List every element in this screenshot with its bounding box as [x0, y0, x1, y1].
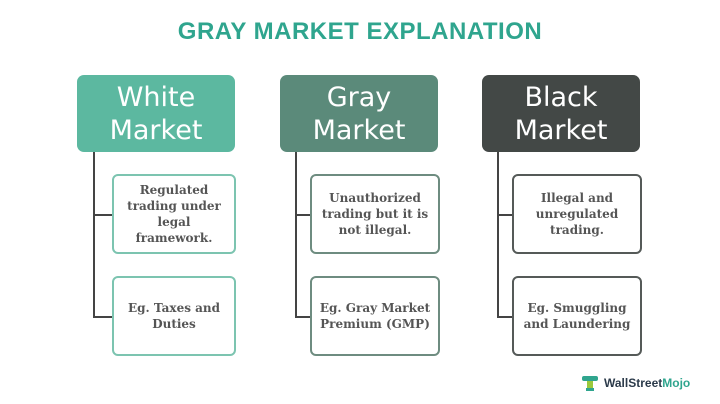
page-title: GRAY MARKET EXPLANATION — [177, 18, 543, 45]
logo-text: WallStreet — [604, 376, 663, 390]
connector-line — [295, 152, 297, 318]
connector-line — [295, 316, 315, 318]
wallstreetmojo-logo: WallStreetMojo — [580, 373, 690, 393]
connector-line — [93, 316, 113, 318]
white-market-description: Regulated trading under legal framework. — [112, 174, 236, 254]
connector-line — [497, 152, 499, 318]
black-market-header: Black Market — [482, 75, 640, 152]
connector-line — [93, 152, 95, 318]
connector-line — [295, 214, 315, 216]
black-market-example: Eg. Smuggling and Laundering — [512, 276, 642, 356]
gray-market-example: Eg. Gray Market Premium (GMP) — [310, 276, 440, 356]
logo-icon — [582, 376, 598, 391]
connector-line — [497, 316, 515, 318]
gray-market-header: Gray Market — [280, 75, 438, 152]
logo-text-accent: Mojo — [662, 376, 691, 390]
connector-line — [497, 214, 515, 216]
black-market-description: Illegal and unregulated trading. — [512, 174, 642, 254]
white-market-example: Eg. Taxes and Duties — [112, 276, 236, 356]
gray-market-description: Unauthorized trading but it is not illeg… — [310, 174, 440, 254]
white-market-header: White Market — [77, 75, 235, 152]
connector-line — [93, 214, 113, 216]
